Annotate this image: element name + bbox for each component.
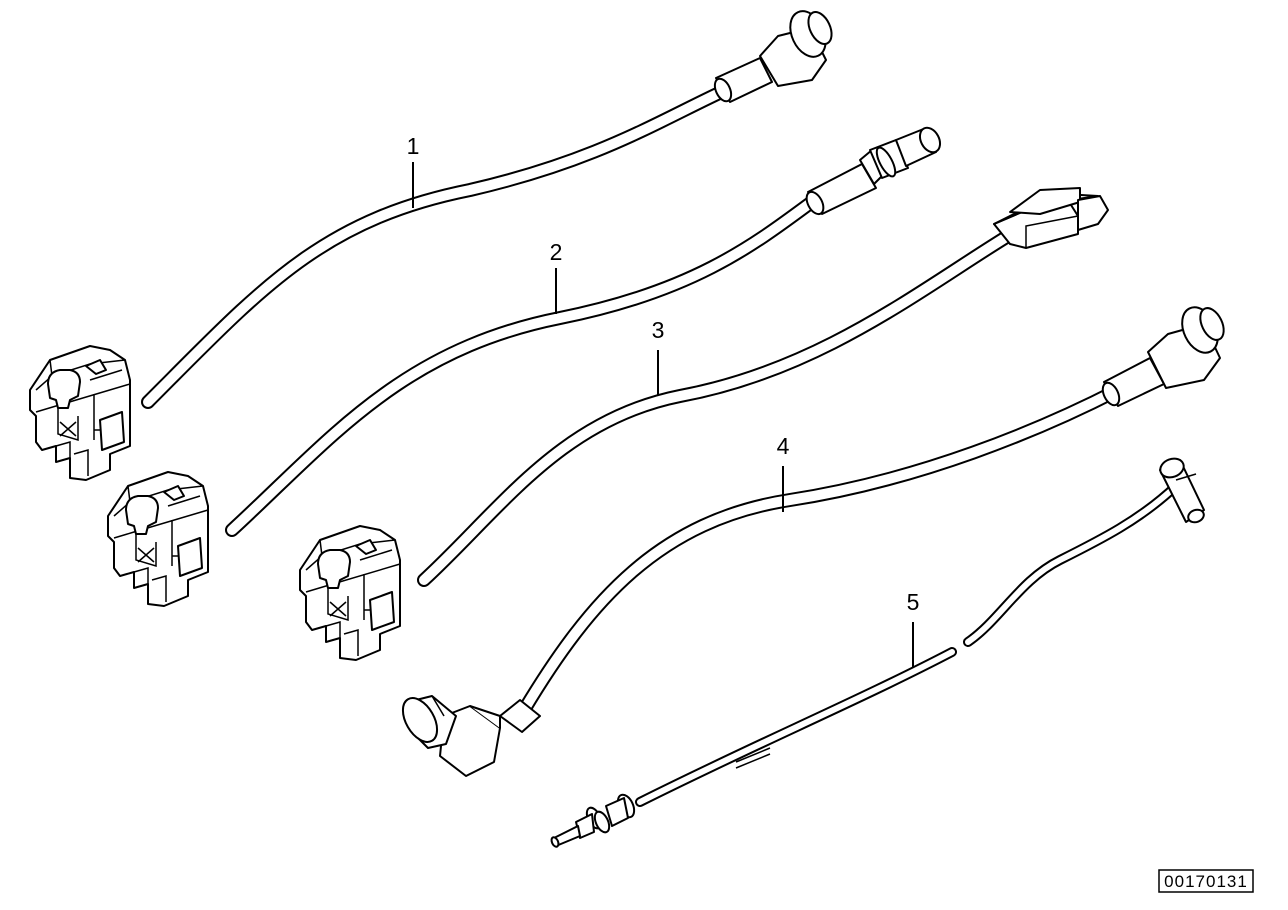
callout-4: 4 <box>777 433 790 512</box>
angled-pin-connector <box>1159 457 1205 524</box>
callout-1: 1 <box>407 133 420 208</box>
antenna-cable-5 <box>550 457 1205 848</box>
pin-plug-connector <box>805 126 942 216</box>
antenna-cable-2 <box>107 126 942 607</box>
round-plug-connector <box>713 10 833 103</box>
fakra-connector-1 <box>29 345 131 481</box>
callout-label: 2 <box>550 239 563 265</box>
reference-number-box: 00170131 <box>1158 869 1254 893</box>
antenna-cable-1 <box>29 10 833 481</box>
callout-5: 5 <box>907 589 920 668</box>
antenna-cable-3 <box>299 187 1109 661</box>
callout-label: 3 <box>652 317 665 343</box>
callout-label: 1 <box>407 133 420 159</box>
reference-number: 00170131 <box>1164 872 1248 891</box>
fakra-connector-3 <box>299 525 401 661</box>
callout-label: 4 <box>777 433 790 459</box>
antenna-cable-4 <box>401 306 1225 777</box>
angled-plug-connector <box>401 695 541 777</box>
callout-3: 3 <box>652 317 665 396</box>
pin-connector <box>550 793 636 848</box>
square-plug-connector <box>993 187 1109 249</box>
fakra-connector-2 <box>107 471 209 607</box>
round-plug-connector <box>1101 306 1225 407</box>
callout-label: 5 <box>907 589 920 615</box>
callout-2: 2 <box>550 239 563 314</box>
